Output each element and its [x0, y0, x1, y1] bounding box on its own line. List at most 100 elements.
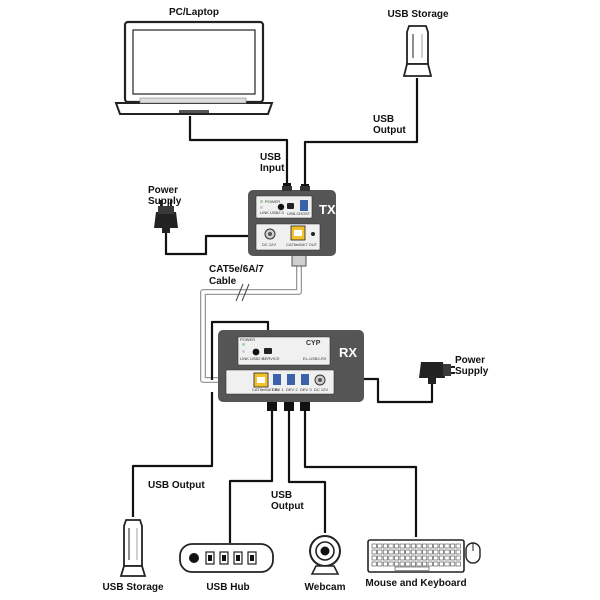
- rx-dc-label: DC 12V: [314, 387, 328, 392]
- tx-dc-label: DC 12V: [262, 242, 276, 247]
- keyboard-key: [422, 555, 428, 561]
- usb-output-center-label-1: USB: [271, 490, 292, 501]
- cable-break-mark-2: [241, 283, 250, 302]
- tx-screw: [311, 232, 315, 236]
- keyboard-key: [427, 561, 433, 567]
- keyboard-key: [388, 549, 394, 555]
- keyboard-key: [377, 555, 383, 561]
- keyboard-key: [427, 555, 433, 561]
- keyboard-key: [427, 543, 433, 549]
- tx-host-label: HOST: [299, 211, 311, 216]
- keyboard-key: [399, 543, 405, 549]
- usb-hub-label: USB Hub: [206, 582, 249, 593]
- keyboard-key: [444, 561, 450, 567]
- usb-cable-rx-to-hub: [228, 410, 274, 543]
- rx-usb-port-1: [273, 374, 281, 385]
- keyboard-key: [377, 561, 383, 567]
- keyboard-key: [422, 549, 428, 555]
- tx-button: [277, 203, 285, 211]
- tx-usbc-label: USB-C: [287, 211, 300, 216]
- rx-usb-port-2: [287, 374, 295, 385]
- mouse-icon: [465, 542, 481, 564]
- keyboard-key: [382, 555, 388, 561]
- usb-cable-rx-to-webcam: [287, 410, 327, 533]
- cat-cable-label-1: CAT5e/6A/7: [209, 264, 264, 275]
- usb-input-label-1: USB: [260, 152, 281, 163]
- pc-label: PC/Laptop: [169, 7, 219, 18]
- rx-extender: POWER LINK USB2.0 SERVICE CYP EL-USB2-RX…: [218, 330, 364, 402]
- tx-badge: TX: [319, 202, 336, 217]
- keyboard-key: [371, 561, 377, 567]
- laptop-icon: [114, 20, 274, 115]
- keyboard-key: [444, 555, 450, 561]
- keyboard-key: [399, 555, 405, 561]
- rx-badge: RX: [339, 345, 357, 360]
- keyboard-key: [405, 543, 411, 549]
- keyboard-key: [422, 543, 428, 549]
- power-adapter-rx-icon: [419, 362, 455, 384]
- tx-usb-port: [300, 200, 308, 211]
- rx-usb-port-1-label: DEV 1: [272, 387, 284, 392]
- tx-link-led: [260, 206, 263, 209]
- power-supply-rx-label-2: Supply: [455, 366, 489, 377]
- usb-cable-pc-to-tx: [188, 116, 289, 185]
- keyboard-key: [433, 549, 439, 555]
- keyboard-key: [405, 555, 411, 561]
- keyboard-key: [399, 561, 405, 567]
- cat-cable-label-2: Cable: [209, 276, 237, 287]
- keyboard-key: [371, 543, 377, 549]
- rx-hdbt-label: CAT5e/6A/7 IN: [252, 387, 279, 392]
- rx-usb-port-2-label: DEV 2: [286, 387, 298, 392]
- keyboard-key: [382, 561, 388, 567]
- tx-hdbt-port-inner: [294, 230, 302, 236]
- keyboard-key: [399, 549, 405, 555]
- keyboard-key: [422, 561, 428, 567]
- keyboard-key: [438, 561, 444, 567]
- usb-plug-rx-1: [267, 398, 277, 411]
- power-adapter-tx-icon: [154, 200, 178, 233]
- keyboard-key: [455, 549, 461, 555]
- tx-power-label: POWER: [265, 199, 280, 204]
- keyboard-key: [394, 561, 400, 567]
- rx-power-led: [242, 343, 245, 346]
- rx-link-label: LINK USB2.0: [240, 356, 265, 361]
- keyboard-key: [455, 543, 461, 549]
- rx-logo: CYP: [306, 340, 321, 347]
- keyboard-key: [410, 543, 416, 549]
- usb-storage-bottom-label: USB Storage: [102, 582, 164, 593]
- rx-service-port: [264, 348, 272, 354]
- keyboard-key: [450, 555, 456, 561]
- keyboard-key: [388, 543, 394, 549]
- usb-storage-top-icon: [402, 25, 433, 77]
- usb-input-label-2: Input: [260, 163, 285, 174]
- rx-button: [252, 348, 260, 356]
- rx-service-label: SERVICE: [262, 356, 280, 361]
- power-supply-tx-label-2: Supply: [148, 196, 182, 207]
- webcam-label: Webcam: [305, 582, 346, 593]
- webcam-icon: [309, 535, 341, 575]
- keyboard-key: [438, 555, 444, 561]
- keyboard-key: [438, 543, 444, 549]
- rx-hdbt-port-inner: [257, 377, 265, 383]
- usb-hub-icon: [179, 543, 274, 573]
- keyboard-key: [394, 543, 400, 549]
- usb-plug-rx-3: [300, 398, 310, 411]
- tx-extender: POWER LINK USB2.0 USB-C HOST DC 12V CAT5…: [248, 190, 336, 256]
- keyboard-key: [410, 549, 416, 555]
- power-supply-rx-label-1: Power: [455, 355, 485, 366]
- tx-output-seat: [300, 186, 310, 191]
- keyboard-key: [433, 561, 439, 567]
- mouse-keyboard-label: Mouse and Keyboard: [365, 578, 466, 589]
- keyboard-key: [416, 543, 422, 549]
- keyboard-key: [405, 549, 411, 555]
- power-supply-tx-label-1: Power: [148, 185, 178, 196]
- usb-cable-tx-to-storage: [303, 78, 419, 186]
- keyboard-key: [377, 549, 383, 555]
- keyboard-key: [444, 549, 450, 555]
- keyboard-key: [450, 543, 456, 549]
- usb-output-center-label-2: Output: [271, 501, 304, 512]
- keyboard-key: [444, 543, 450, 549]
- keyboard-key: [427, 549, 433, 555]
- keyboard-key: [450, 561, 456, 567]
